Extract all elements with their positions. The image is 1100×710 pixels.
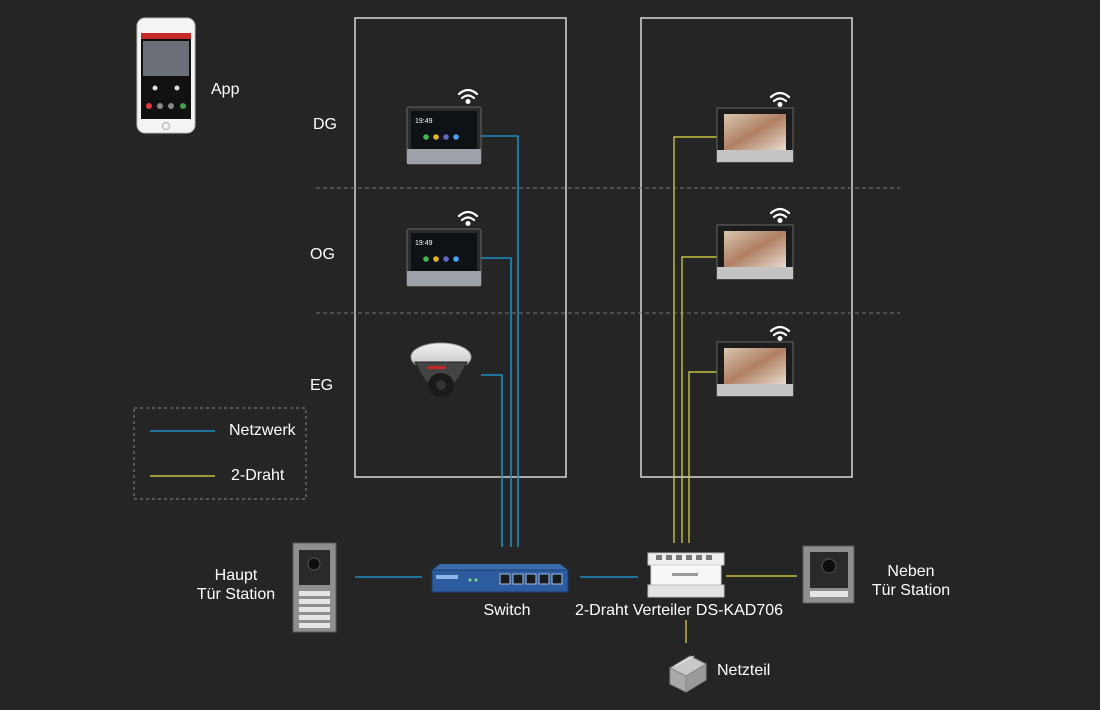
power-supply-label: Netzteil bbox=[717, 662, 771, 679]
main-door-label-line2: Tür Station bbox=[196, 586, 276, 603]
floor-label-eg: EG bbox=[310, 377, 334, 394]
distributor-label: 2-Draht Verteiler DS-KAD706 bbox=[574, 602, 784, 619]
side-door-station-icon bbox=[802, 545, 855, 604]
wifi-icon-og-left bbox=[457, 210, 479, 227]
wifi-icon-og-right bbox=[769, 207, 791, 224]
two-wire-cables bbox=[673, 136, 797, 643]
two-wire-cable-dg bbox=[673, 136, 717, 543]
main-door-label-line1: Haupt bbox=[214, 567, 258, 584]
smartphone-icon bbox=[136, 17, 196, 134]
two-wire-monitor-dg bbox=[716, 107, 794, 163]
network-cable-camera bbox=[481, 374, 503, 547]
two-wire-cable-og bbox=[681, 256, 717, 543]
network-switch-icon bbox=[431, 564, 569, 593]
side-door-label-line2: Tür Station bbox=[871, 582, 951, 599]
right-building-panel bbox=[640, 17, 853, 478]
network-cable-dg bbox=[481, 135, 519, 547]
side-door-label-line1: Neben bbox=[887, 563, 935, 580]
two-wire-monitor-og bbox=[716, 224, 794, 280]
power-supply-icon bbox=[668, 655, 708, 693]
legend-box bbox=[133, 407, 307, 500]
legend-two-wire-label: 2-Draht bbox=[231, 467, 285, 484]
legend-network-label: Netzwerk bbox=[229, 422, 296, 439]
two-wire-cable-eg bbox=[688, 371, 717, 543]
floor-label-og: OG bbox=[310, 246, 335, 263]
switch-label: Switch bbox=[483, 602, 531, 619]
floor-label-dg: DG bbox=[313, 116, 337, 133]
main-door-station-label: Haupt Tür Station bbox=[186, 566, 286, 604]
two-wire-monitor-eg bbox=[716, 341, 794, 397]
wifi-icon-eg-right bbox=[769, 325, 791, 342]
dome-camera-icon bbox=[410, 342, 472, 397]
app-label: App bbox=[211, 81, 240, 98]
indoor-monitor-og-left: 19:49 bbox=[406, 228, 482, 287]
network-cables bbox=[355, 135, 638, 578]
screen-clock-dg: 19:49 bbox=[415, 118, 433, 125]
indoor-monitor-dg-left: 19:49 bbox=[406, 106, 482, 165]
screen-clock-og: 19:49 bbox=[415, 240, 433, 247]
wifi-icon-dg-right bbox=[769, 91, 791, 107]
wifi-icon-dg-left bbox=[457, 88, 479, 104]
main-door-station-icon bbox=[292, 542, 337, 633]
left-building-panel bbox=[354, 17, 567, 478]
distributor-icon bbox=[647, 552, 725, 598]
side-door-station-label: Neben Tür Station bbox=[861, 562, 961, 600]
network-cable-og bbox=[481, 257, 512, 547]
